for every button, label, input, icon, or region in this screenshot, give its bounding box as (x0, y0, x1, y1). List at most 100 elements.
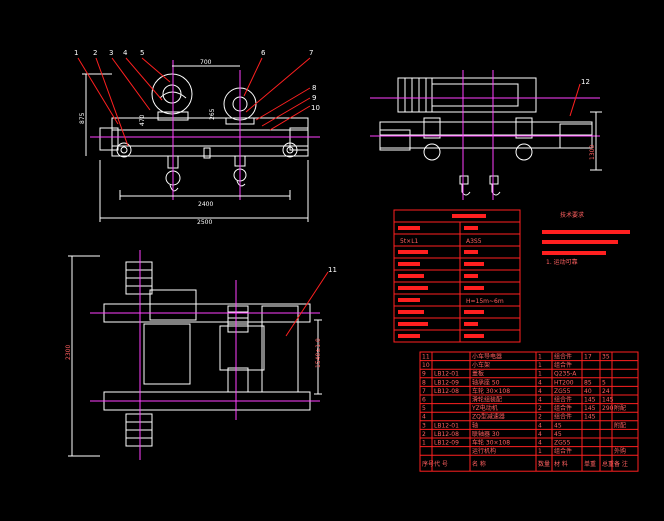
bom-cell: LB12-09 (434, 440, 459, 447)
bom-cell: HT200 (554, 379, 574, 386)
tech-req-title: 技术要求 (560, 211, 584, 219)
bom-cell: 24 (602, 388, 610, 395)
bom-cell: 1 (422, 440, 426, 447)
plan-pulley (227, 305, 249, 333)
bom-cell: 1 (538, 371, 542, 378)
bom-cell: 4 (538, 388, 542, 395)
balloon-6: 6 (261, 49, 266, 57)
side-wheel-left (423, 143, 441, 161)
front-pulley-left (151, 73, 193, 115)
front-wheel-left (116, 142, 132, 158)
side-hook-left (459, 175, 471, 196)
bom-cell: LB12-09 (434, 379, 459, 386)
dim-plan-right: 1540±1.0 (315, 338, 322, 368)
dim-side-height: 1300 (589, 145, 596, 160)
bom-cell: 45 (554, 422, 562, 429)
bom-cell: 车轮 30×108 (472, 439, 510, 447)
bom-cell: LB12-01 (434, 422, 459, 429)
bom-cell: 5 (602, 379, 606, 386)
bom-cell: 1 (538, 354, 542, 361)
dim-front-small: 265 (209, 108, 216, 120)
bom-cell: 7 (422, 388, 426, 395)
bom-cell: LB12-08 (434, 431, 459, 438)
balloon-12: 12 (581, 78, 590, 86)
bom-cell: 145 (584, 414, 596, 421)
tech-cell: H=15m~6m (466, 298, 504, 305)
bom-cell: 9 (422, 371, 426, 378)
bom-cell: 1 (538, 362, 542, 369)
bom-cell: 145 (584, 405, 596, 412)
bom-cell: ZG55 (554, 388, 571, 395)
bom-cell: 轴 (472, 421, 478, 429)
bom-cell: 组合件 (554, 404, 572, 412)
bom-cell: YZ电动机 (471, 404, 498, 412)
bom-cell: LB12-08 (434, 388, 459, 395)
side-view: 1300 12 (370, 70, 602, 200)
bom-cell: 85 (584, 379, 592, 386)
balloon-2: 2 (93, 49, 97, 57)
bom-cell: 45 (554, 431, 562, 438)
bom-cell: 2 (422, 431, 426, 438)
bom-cell: 车轮 30×108 (472, 387, 510, 395)
bom-cell: 盖板 (472, 370, 484, 378)
dim-front-left: 470 (139, 114, 146, 126)
bom-header-cell: 名 称 (472, 460, 486, 468)
bom-cell: 5 (422, 405, 426, 412)
tech-cell: A3S5 (466, 238, 482, 245)
bom-cell: ZQ型减速器 (472, 413, 505, 421)
bom-cell: 35 (602, 354, 610, 361)
bom-cell: 145 (602, 397, 614, 404)
bom-cell: 小车导电器 (472, 353, 502, 361)
bom-cell: 组合件 (554, 361, 572, 369)
dim-plan-height: 2300 (65, 345, 72, 360)
bom-cell: 4 (538, 440, 542, 447)
dim-front-width: 2500 (197, 219, 212, 226)
front-view: 2400 2500 700 875 265 470 1 2 3 4 5 6 7 … (74, 49, 320, 226)
bom-cell: 2 (538, 414, 542, 421)
bom-cell: 轴承座 50 (472, 378, 500, 386)
dim-front-inner: 2400 (198, 201, 213, 208)
side-wheel-right (515, 143, 533, 161)
bom-cell: 联轴器 30 (472, 430, 500, 438)
bom-cell: 4 (538, 431, 542, 438)
dim-front-height: 875 (79, 112, 86, 124)
bom-cell: 4 (422, 414, 426, 421)
balloon-10: 10 (311, 104, 320, 112)
bom-cell: 组合件 (554, 447, 572, 455)
front-wheel-right (282, 142, 298, 158)
plan-reducer (149, 289, 197, 321)
plan-view: 2300 1540±1.0 11 (65, 250, 337, 460)
bom-cell: 290 (602, 405, 614, 412)
front-right-end (289, 127, 309, 151)
balloon-3: 3 (109, 49, 113, 57)
bom-cell: 3 (422, 422, 426, 429)
bom-cell: ZG55 (554, 440, 571, 447)
balloon-7: 7 (309, 49, 313, 57)
dim-front-top: 700 (200, 59, 212, 66)
bom-cell: 4 (538, 422, 542, 429)
bom-header-cell: 单重 (584, 460, 596, 468)
balloon-9: 9 (312, 94, 316, 102)
side-hook-right (489, 175, 501, 196)
bom-cell: 11 (422, 354, 430, 361)
balloon-1: 1 (74, 49, 78, 57)
bom-header-cell: 备 注 (614, 460, 628, 468)
bom-cell: 组合件 (554, 396, 572, 404)
bom-cell: 组合件 (554, 353, 572, 361)
bom-header-cell: 材 料 (554, 460, 568, 468)
plan-drum (143, 323, 191, 385)
bom-header-cell: 总重 (602, 460, 614, 468)
balloon-4: 4 (123, 49, 128, 57)
tech-requirements: 技术要求 1. 运动可靠 (542, 211, 630, 266)
balloon-11: 11 (328, 266, 337, 274)
bom-cell: 145 (584, 397, 596, 404)
bom-cell: 4 (538, 379, 542, 386)
balloon-5: 5 (140, 49, 144, 57)
bom-cell: 8 (422, 379, 426, 386)
bom-cell: 滑轮组装配 (472, 396, 502, 404)
front-left-end (99, 127, 119, 151)
